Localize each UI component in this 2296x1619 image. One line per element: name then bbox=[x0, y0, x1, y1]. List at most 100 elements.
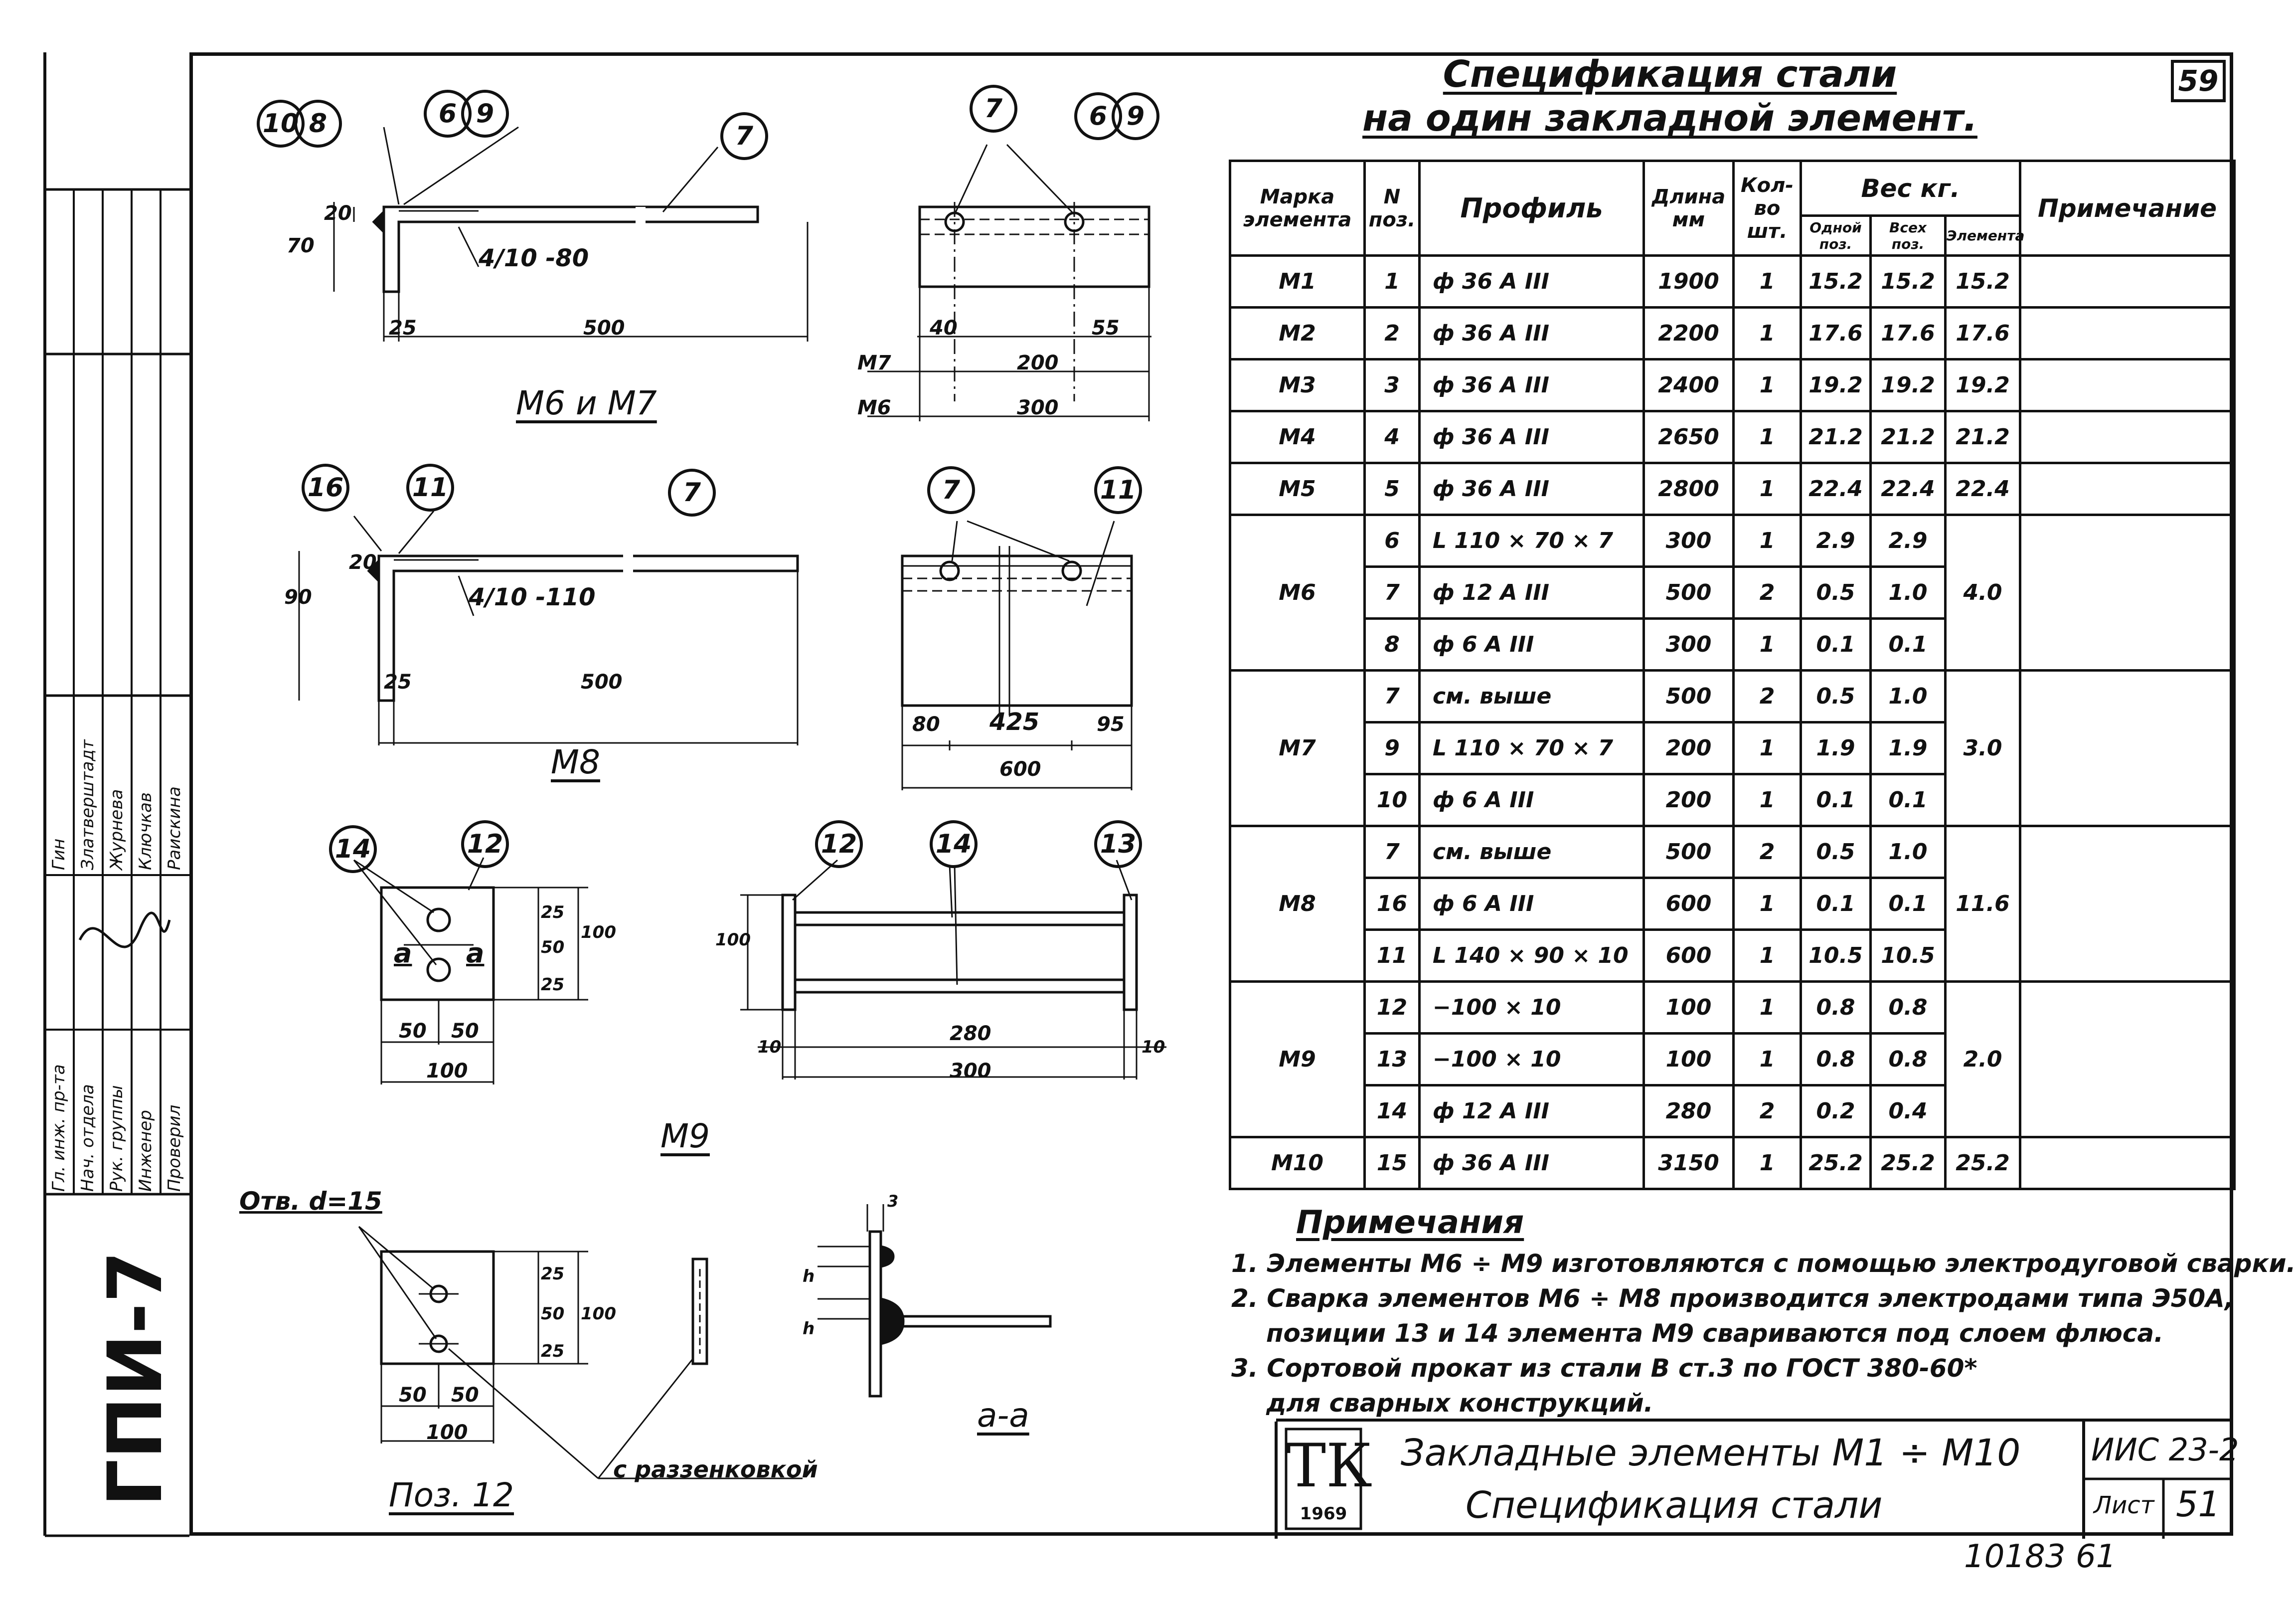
cell-w-all: 25.2 bbox=[1869, 1136, 1947, 1190]
table-row: М4 4 ф 36 А III 2650 1 21.2 21.2 21.2 bbox=[1229, 410, 2236, 464]
cell-pos: 7 bbox=[1363, 825, 1421, 879]
cell-w-all: 1.0 bbox=[1869, 565, 1947, 620]
note-line-2: 2. Сварка элементов М6 ÷ М8 производится… bbox=[1231, 1284, 2234, 1313]
cell-pos: 2 bbox=[1363, 306, 1421, 360]
cell-qty: 2 bbox=[1732, 825, 1802, 879]
table-row: 9 L 110 × 70 × 7 200 1 1.9 1.9 bbox=[1230, 721, 2235, 775]
cell-w-elem: 11.6 bbox=[1944, 825, 2022, 983]
cell-w-one: 21.2 bbox=[1800, 410, 1872, 464]
callout-8: 8 bbox=[294, 100, 342, 148]
cell-w-one: 25.2 bbox=[1800, 1136, 1872, 1190]
weld-note: 4/10 -80 bbox=[479, 244, 589, 272]
note-line-3: позиции 13 и 14 элемента М9 свариваются … bbox=[1266, 1319, 2164, 1348]
cell-profile: ф 12 А III bbox=[1418, 1084, 1645, 1138]
callout-11-m8-front: 11 bbox=[1094, 466, 1142, 514]
dim-25: 25 bbox=[389, 317, 417, 340]
cell-qty: 2 bbox=[1732, 1084, 1802, 1138]
m8-front-view bbox=[901, 520, 1133, 790]
cell-mark: М6 bbox=[1229, 514, 1366, 672]
cell-length: 1900 bbox=[1642, 254, 1735, 309]
cell-qty: 1 bbox=[1732, 514, 1802, 568]
cell-mark: М8 bbox=[1229, 825, 1366, 983]
pos12-plan-view bbox=[358, 1226, 803, 1479]
cell-w-all: 19.2 bbox=[1869, 358, 1947, 412]
cell-pos: 8 bbox=[1363, 617, 1421, 672]
cell-w-all: 1.9 bbox=[1869, 721, 1947, 775]
cell-pos: 14 bbox=[1363, 1084, 1421, 1138]
callout-7-m8-front: 7 bbox=[927, 466, 975, 514]
cell-w-all: 0.1 bbox=[1869, 773, 1947, 827]
cell-profile: ф 36 А III bbox=[1418, 254, 1645, 309]
cell-w-one: 17.6 bbox=[1800, 306, 1872, 360]
section-dim-h-bottom: h bbox=[803, 1319, 815, 1339]
m6-m7-front-view bbox=[867, 144, 1151, 421]
cell-pos: 7 bbox=[1363, 669, 1421, 723]
cell-w-all: 0.1 bbox=[1869, 617, 1947, 672]
cell-profile: ф 36 А III bbox=[1418, 462, 1645, 516]
spec-table-body: М1 1 ф 36 А III 1900 1 15.2 15.2 15.2 М2… bbox=[1229, 254, 2236, 1190]
cell-qty: 1 bbox=[1732, 462, 1802, 516]
cell-w-one: 0.1 bbox=[1800, 877, 1872, 931]
cell-profile: ф 6 А III bbox=[1418, 877, 1645, 931]
left-stamp-strip: Гл. инж. пр-та Нач. отдела Рук. группы И… bbox=[43, 52, 189, 1537]
cell-length: 300 bbox=[1642, 514, 1735, 568]
cell-length: 100 bbox=[1642, 980, 1735, 1035]
cell-length: 500 bbox=[1642, 669, 1735, 723]
cell-w-one: 0.1 bbox=[1800, 617, 1872, 672]
cell-qty: 1 bbox=[1732, 254, 1802, 309]
section-dim-3: 3 bbox=[887, 1192, 899, 1211]
cell-mark: М10 bbox=[1229, 1136, 1366, 1190]
cell-profile: ф 36 А III bbox=[1418, 1136, 1645, 1190]
table-row: 13 −100 × 10 100 1 0.8 0.8 bbox=[1230, 1032, 2235, 1086]
title-m9: М9 bbox=[660, 1117, 710, 1155]
cell-w-all: 2.9 bbox=[1869, 514, 1947, 568]
th-mark: Марка элемента bbox=[1229, 160, 1366, 257]
cell-note bbox=[2019, 514, 2236, 672]
callout-12-side: 12 bbox=[815, 820, 863, 868]
dim-20: 20 bbox=[324, 202, 352, 225]
strip-role-2: Нач. отдела bbox=[78, 1084, 98, 1192]
cell-note bbox=[2019, 825, 2236, 983]
th-weight-one: Одной поз. bbox=[1800, 214, 1872, 257]
cell-w-all: 15.2 bbox=[1869, 254, 1947, 309]
cell-w-all: 0.1 bbox=[1869, 877, 1947, 931]
cell-pos: 7 bbox=[1363, 565, 1421, 620]
sheet-number: 51 bbox=[2176, 1484, 2221, 1525]
callout-14-side: 14 bbox=[930, 820, 978, 868]
spec-title-line2: на один закладной элемент. bbox=[1362, 97, 1977, 140]
spec-table: Марка элемента N поз. Профиль Длина мм К… bbox=[1229, 160, 2236, 1190]
table-row: М3 3 ф 36 А III 2400 1 19.2 19.2 19.2 bbox=[1229, 358, 2236, 412]
cell-qty: 2 bbox=[1732, 669, 1802, 723]
cell-pos: 12 bbox=[1363, 980, 1421, 1035]
strip-name-3: Журнева bbox=[107, 789, 127, 870]
title-m6-m7: М6 и М7 bbox=[516, 384, 657, 422]
m8-dim-25: 25 bbox=[384, 671, 412, 694]
m9-plan-view bbox=[353, 857, 588, 1084]
th-pos: N поз. bbox=[1363, 160, 1421, 257]
spec-title-line1: Спецификация стали bbox=[1443, 53, 1897, 96]
m8-dim-500: 500 bbox=[581, 671, 623, 694]
pos12-dim-50-b: 50 bbox=[451, 1384, 479, 1407]
cell-mark: М7 bbox=[1229, 669, 1366, 827]
cell-w-one: 22.4 bbox=[1800, 462, 1872, 516]
cell-w-elem: 25.2 bbox=[1944, 1136, 2022, 1190]
cell-note bbox=[2019, 462, 2236, 516]
cell-length: 600 bbox=[1642, 877, 1735, 931]
m8-side-view bbox=[298, 511, 799, 745]
cell-profile: см. выше bbox=[1418, 669, 1645, 723]
title-block: ТК 1969 Закладные элементы М1 ÷ М10 Спец… bbox=[1275, 1419, 2239, 1539]
table-row: 14 ф 12 А III 280 2 0.2 0.4 bbox=[1230, 1084, 2235, 1138]
th-profile: Профиль bbox=[1418, 160, 1645, 257]
dim-200: 200 bbox=[1017, 352, 1059, 374]
cell-pos: 3 bbox=[1363, 358, 1421, 412]
cell-qty: 1 bbox=[1732, 358, 1802, 412]
cell-qty: 1 bbox=[1732, 773, 1802, 827]
hole-label: Отв. d=15 bbox=[239, 1187, 382, 1216]
title-block-line1: Закладные элементы М1 ÷ М10 bbox=[1401, 1432, 2021, 1474]
m9-dim-100-h: 100 bbox=[426, 1060, 468, 1082]
cell-qty: 1 bbox=[1732, 877, 1802, 931]
cell-length: 2200 bbox=[1642, 306, 1735, 360]
dim-70: 70 bbox=[287, 234, 315, 257]
cell-profile: ф 6 А III bbox=[1418, 617, 1645, 672]
dim-500: 500 bbox=[583, 317, 625, 340]
